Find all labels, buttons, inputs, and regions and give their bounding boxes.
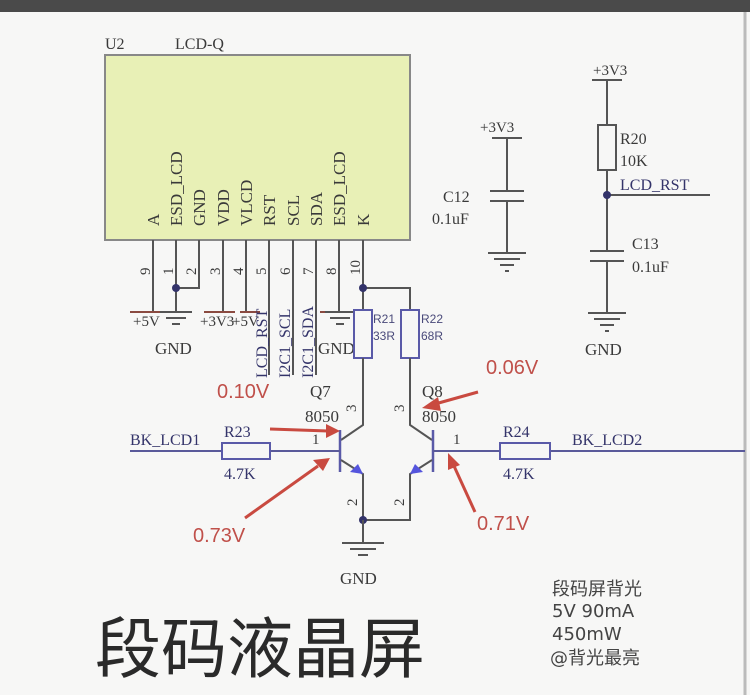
ic-pin-name: SDA bbox=[307, 191, 326, 226]
ic-pin-number: 4 bbox=[231, 267, 247, 275]
annotation-arrows bbox=[244, 390, 479, 520]
gnd-label: GND bbox=[155, 339, 192, 358]
ic-pin-name: SCL bbox=[284, 195, 303, 226]
q8-pin-e: 2 bbox=[392, 499, 408, 507]
ground-icon bbox=[488, 252, 526, 272]
gnd-label: GND bbox=[318, 339, 355, 358]
note-line: @背光最亮 bbox=[550, 648, 640, 669]
resistor-r20 bbox=[597, 124, 617, 171]
net-lcd-rst-label: LCD_RST bbox=[620, 177, 690, 194]
resistor-r24 bbox=[499, 442, 551, 460]
ic-pin-name: VDD bbox=[214, 189, 233, 226]
net-lcd-rst: LCD_RST bbox=[254, 308, 271, 378]
page-title: 段码液晶屏 bbox=[95, 611, 425, 688]
ic-pin-number: 1 bbox=[161, 268, 177, 276]
power-label-3v3-c12: +3V3 bbox=[480, 120, 514, 136]
ground-icon bbox=[342, 542, 384, 556]
q8-pin-c: 3 bbox=[392, 405, 408, 413]
power-label-5v-b: +5V bbox=[232, 314, 259, 330]
ic-pin-name: GND bbox=[190, 189, 209, 226]
r23-ref: R23 bbox=[224, 424, 251, 441]
ic-pin-name: RST bbox=[260, 194, 279, 226]
c12-ref: C12 bbox=[443, 189, 470, 206]
q7-value: 8050 bbox=[305, 407, 339, 426]
gnd-label: GND bbox=[585, 340, 622, 359]
ic-pin-name: ESD_LCD bbox=[330, 151, 349, 226]
ic-ref: U2 bbox=[105, 36, 125, 53]
ic-pin-name: ESD_LCD bbox=[167, 151, 186, 226]
ic-pin-number: 10 bbox=[348, 260, 364, 275]
r23-value: 4.7K bbox=[224, 466, 256, 483]
r20-value: 10K bbox=[620, 153, 648, 170]
c13-ref: C13 bbox=[632, 236, 659, 253]
top-bar bbox=[0, 0, 750, 12]
ic-pin-number: 2 bbox=[184, 268, 200, 276]
resistor-r23 bbox=[221, 442, 271, 460]
power-label-5v: +5V bbox=[133, 314, 160, 330]
net-bk-lcd1: BK_LCD1 bbox=[130, 432, 200, 449]
ground-icon bbox=[325, 311, 355, 325]
ic-body-lcd-q bbox=[104, 54, 411, 241]
q8-emitter-arrow-icon bbox=[410, 464, 423, 474]
q8-ref: Q8 bbox=[422, 382, 443, 401]
voltage-q7-collector: 0.10V bbox=[217, 381, 270, 403]
power-label-3v3: +3V3 bbox=[200, 314, 234, 330]
r21-ref: R21 bbox=[373, 312, 395, 326]
note-line: 450mW bbox=[552, 624, 622, 645]
ic-pin-number: 3 bbox=[208, 268, 224, 276]
net-i2c1-sda: I2C1_SDA bbox=[300, 306, 317, 378]
net-bk-lcd2: BK_LCD2 bbox=[572, 432, 642, 449]
ground-icon bbox=[588, 312, 626, 332]
r22-value: 68R bbox=[421, 329, 443, 343]
ic-pin-number: 5 bbox=[254, 268, 270, 276]
ground-icon bbox=[160, 311, 192, 325]
ic-pin-name: K bbox=[354, 213, 373, 226]
r24-value: 4.7K bbox=[503, 466, 535, 483]
c13-value: 0.1uF bbox=[632, 259, 669, 276]
ic-pin-number: 6 bbox=[278, 267, 294, 275]
ic-pin-number: 8 bbox=[324, 268, 340, 276]
c12-value: 0.1uF bbox=[432, 211, 469, 228]
resistor-r21 bbox=[353, 309, 373, 359]
voltage-q8-collector: 0.06V bbox=[486, 357, 539, 379]
net-i2c1-scl: I2C1_SCL bbox=[277, 309, 294, 378]
ic-pins: A 9 ESD_LCD 1 GND 2 VDD 3 VLCD 4 RST 5 SCL 6 SDA 7 ESD_L… bbox=[138, 151, 373, 312]
q8-value: 8050 bbox=[422, 407, 456, 426]
r22-ref: R22 bbox=[421, 312, 443, 326]
note-line: 段码屏背光 bbox=[552, 579, 642, 600]
q7-emitter-arrow-icon bbox=[350, 464, 363, 474]
q7-pin-b: 1 bbox=[312, 432, 320, 448]
voltage-q8-base: 0.71V bbox=[477, 513, 530, 535]
q8-pin-b: 1 bbox=[453, 432, 461, 448]
ic-value: LCD-Q bbox=[175, 36, 224, 53]
q7-pin-e: 2 bbox=[345, 499, 361, 507]
ic-pin-name: VLCD bbox=[237, 180, 256, 226]
r20-ref: R20 bbox=[620, 131, 647, 148]
gnd-label: GND bbox=[340, 569, 377, 588]
resistor-r22 bbox=[400, 309, 420, 359]
voltage-q7-base: 0.73V bbox=[193, 525, 246, 547]
r24-ref: R24 bbox=[503, 424, 530, 441]
ic-pin-number: 7 bbox=[301, 267, 317, 275]
r21-value: 33R bbox=[373, 329, 395, 343]
q7-ref: Q7 bbox=[310, 382, 331, 401]
ic-pin-name: A bbox=[144, 213, 163, 226]
ic-pin-number: 9 bbox=[138, 268, 154, 276]
q7-pin-c: 3 bbox=[344, 405, 360, 413]
power-label-3v3-r20: +3V3 bbox=[593, 63, 627, 79]
note-line: 5V 90mA bbox=[552, 601, 635, 622]
